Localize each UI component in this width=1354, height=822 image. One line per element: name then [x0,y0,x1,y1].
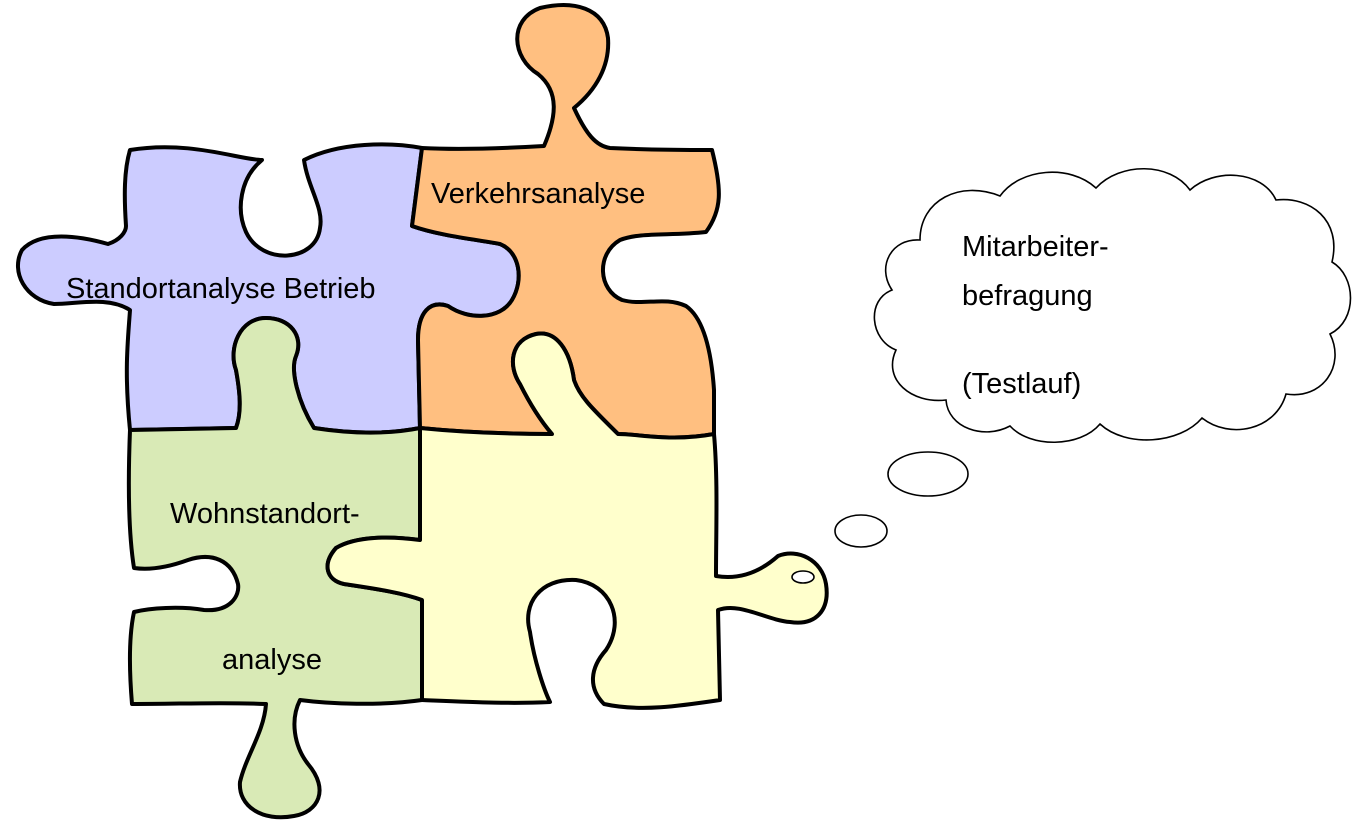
thought-bubble-small [791,570,815,584]
label-standortanalyse: Standortanalyse Betrieb [66,273,376,305]
thought-cloud [873,168,1352,443]
puzzle-piece-verkehrsanalyse [410,3,721,440]
cloud-text-line3: (Testlauf) [962,368,1082,400]
puzzle-piece-yellow [325,331,829,710]
thought-bubble-large [887,451,969,497]
thought-bubble-medium [834,514,888,548]
cloud-text-line1: Mitarbeiter- [962,231,1109,263]
label-verkehrsanalyse: Verkehrsanalyse [431,178,646,210]
label-wohnstandort-line2: analyse [222,644,322,676]
cloud-text-line2: befragung [962,280,1093,312]
puzzle-piece-wohnstandortanalyse [126,316,424,820]
label-wohnstandort-line1: Wohnstandort- [170,498,360,530]
